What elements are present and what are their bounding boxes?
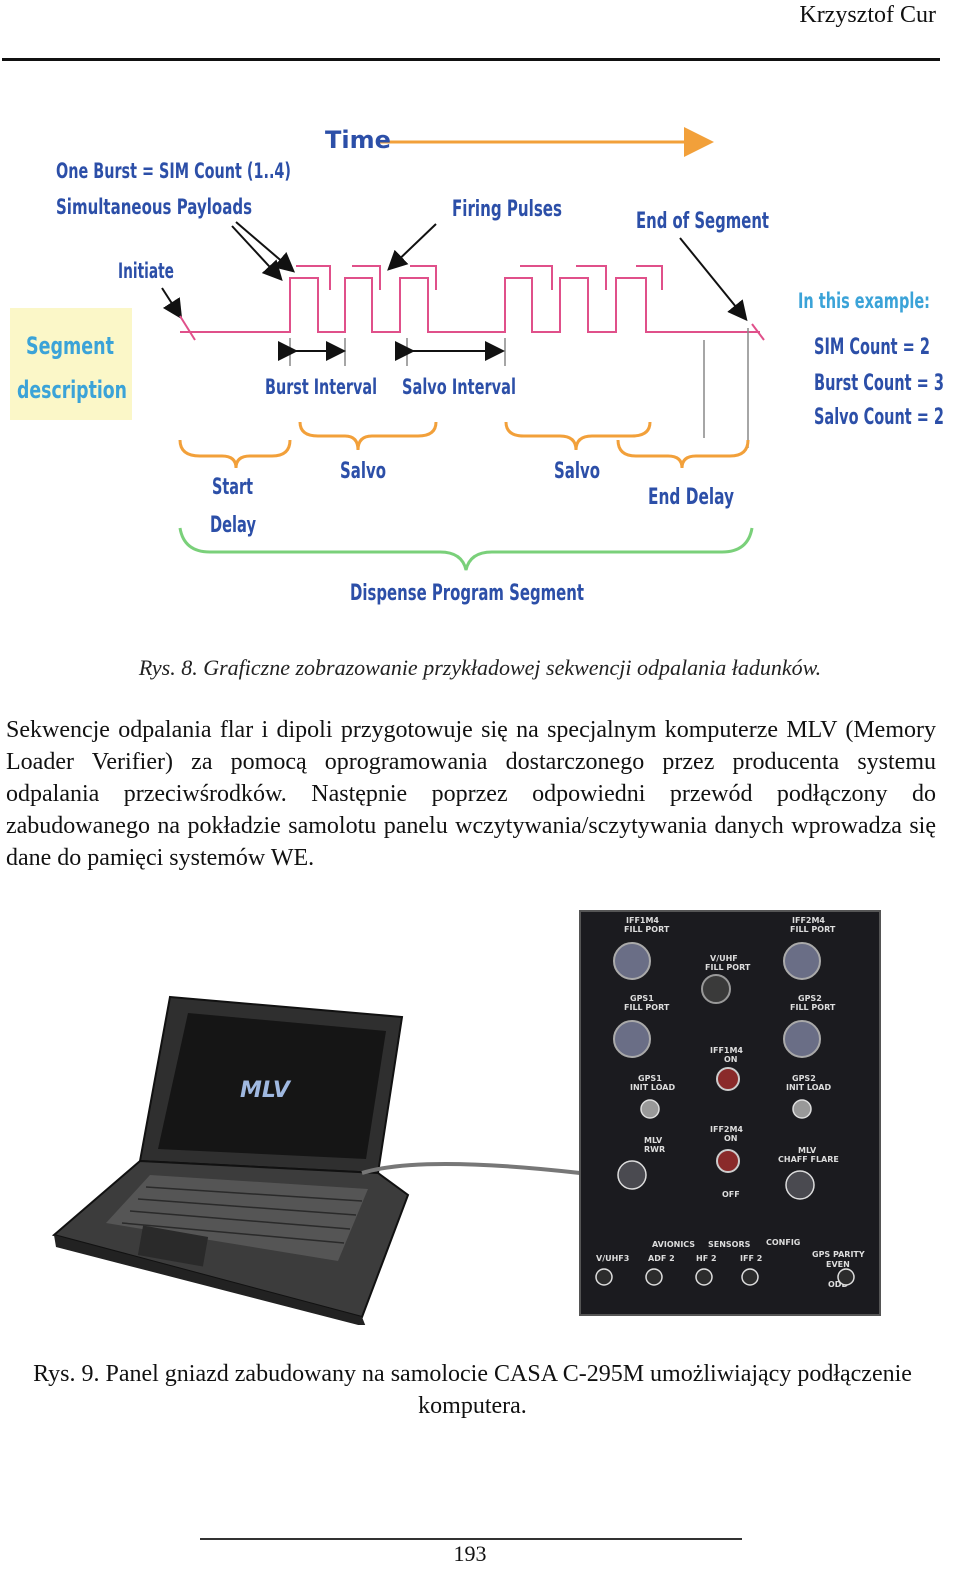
segment-description-box: [10, 308, 132, 420]
label-simultaneous: Simultaneous Payloads: [56, 195, 252, 219]
firing-sequence-diagram: Time One Burst = SIM Count (1..4) Simult…: [10, 126, 944, 606]
label-salvo-b: Salvo: [554, 459, 600, 484]
svg-text:GPS2: GPS2: [798, 994, 822, 1003]
label-end-of-segment: End of Segment: [636, 209, 769, 234]
svg-text:EVEN: EVEN: [826, 1260, 850, 1269]
laptop-touchpad: [137, 1225, 209, 1267]
label-sim-count: SIM Count = 2: [814, 335, 930, 360]
svg-text:IFF2M4: IFF2M4: [792, 916, 825, 925]
figure-caption-8: Rys. 8. Graficzne zobrazowanie przykłado…: [138, 655, 822, 680]
svg-text:ODD: ODD: [828, 1280, 848, 1289]
label-salvo-interval: Salvo Interval: [402, 375, 516, 399]
pulse-train: [180, 277, 760, 333]
svg-text:FILL PORT: FILL PORT: [790, 1003, 836, 1012]
mlv-connection-figure: MLV IFF1M4 FILL PORT IFF2M4 FILL PORT V/…: [51, 910, 881, 1325]
svg-text:CHAFF FLARE: CHAFF FLARE: [778, 1155, 839, 1164]
arrow-end-segment: [679, 237, 748, 322]
pulse-train-back: [296, 265, 663, 290]
label-start: Start: [212, 475, 253, 500]
label-one-burst: One Burst = SIM Count (1..4): [56, 159, 291, 183]
footer-rule: [200, 1538, 742, 1540]
keyboard-rows: [121, 1186, 363, 1244]
body-paragraph: Sekwencje odpalania flar i dipoli przygo…: [6, 717, 936, 871]
connector-panel: IFF1M4 FILL PORT IFF2M4 FILL PORT V/UHF …: [579, 910, 881, 1316]
figure-caption-9: Rys. 9. Panel gniazd zabudowany na samol…: [33, 1361, 912, 1419]
svg-text:GPS1: GPS1: [630, 994, 654, 1003]
laptop: MLV: [51, 995, 410, 1325]
svg-text:IFF 2: IFF 2: [740, 1254, 762, 1263]
svg-text:GPS PARITY: GPS PARITY: [812, 1250, 865, 1259]
svg-text:SENSORS: SENSORS: [708, 1240, 751, 1249]
phase-braces: [178, 421, 750, 469]
fill-port-connectors: [613, 942, 821, 1058]
arrow-sim-a: [235, 221, 296, 273]
svg-text:FILL PORT: FILL PORT: [705, 963, 751, 972]
svg-text:IFF2M4: IFF2M4: [710, 1125, 743, 1134]
label-burst-interval: Burst Interval: [265, 375, 377, 399]
label-firing-pulses: Firing Pulses: [452, 197, 562, 222]
panel-buttons: [595, 1099, 855, 1286]
label-delay: Delay: [210, 513, 256, 538]
label-burst-count: Burst Count = 3: [814, 371, 944, 396]
label-time: Time: [325, 126, 391, 154]
svg-text:OFF: OFF: [722, 1190, 740, 1199]
label-example-title: In this example:: [798, 289, 930, 313]
label-salvo-a: Salvo: [340, 459, 386, 484]
label-dispense-segment: Dispense Program Segment: [350, 581, 584, 606]
svg-text:CONFIG: CONFIG: [766, 1238, 800, 1247]
svg-text:GPS2: GPS2: [792, 1074, 816, 1083]
svg-text:FILL PORT: FILL PORT: [624, 925, 670, 934]
arrow-firing: [387, 223, 437, 271]
laptop-mlv-logo: MLV: [240, 1078, 292, 1103]
end-tick: [751, 323, 765, 341]
indicator-lights: [716, 1067, 740, 1173]
svg-text:IFF1M4: IFF1M4: [626, 916, 659, 925]
author-name: Krzysztof Cur: [799, 2, 936, 28]
svg-text:MLV: MLV: [644, 1136, 663, 1145]
svg-text:ADF 2: ADF 2: [648, 1254, 675, 1263]
label-initiate: Initiate: [118, 259, 174, 283]
svg-text:INIT LOAD: INIT LOAD: [786, 1083, 831, 1092]
initiate-tick: [179, 315, 196, 341]
segment-brace: [178, 527, 754, 571]
svg-text:V/UHF3: V/UHF3: [596, 1254, 629, 1263]
page-number: 193: [453, 1541, 487, 1566]
svg-text:RWR: RWR: [644, 1145, 665, 1154]
svg-text:INIT LOAD: INIT LOAD: [630, 1083, 675, 1092]
svg-text:GPS1: GPS1: [638, 1074, 662, 1083]
svg-text:FILL PORT: FILL PORT: [790, 925, 836, 934]
arrow-initiate: [161, 287, 183, 320]
svg-text:MLV: MLV: [798, 1146, 817, 1155]
arrow-sim-b: [231, 225, 283, 281]
svg-text:V/UHF: V/UHF: [710, 954, 738, 963]
svg-text:FILL PORT: FILL PORT: [624, 1003, 670, 1012]
page-header: Krzysztof Cur: [0, 0, 960, 62]
svg-text:ON: ON: [724, 1134, 738, 1143]
svg-text:AVIONICS: AVIONICS: [652, 1240, 695, 1249]
label-description: description: [17, 376, 127, 404]
label-end-delay: End Delay: [648, 485, 734, 510]
label-salvo-count: Salvo Count = 2: [814, 405, 944, 430]
header-rule: [2, 58, 940, 61]
svg-text:IFF1M4: IFF1M4: [710, 1046, 743, 1055]
svg-text:ON: ON: [724, 1055, 738, 1064]
label-segment: Segment: [26, 332, 114, 360]
svg-text:HF 2: HF 2: [696, 1254, 717, 1263]
